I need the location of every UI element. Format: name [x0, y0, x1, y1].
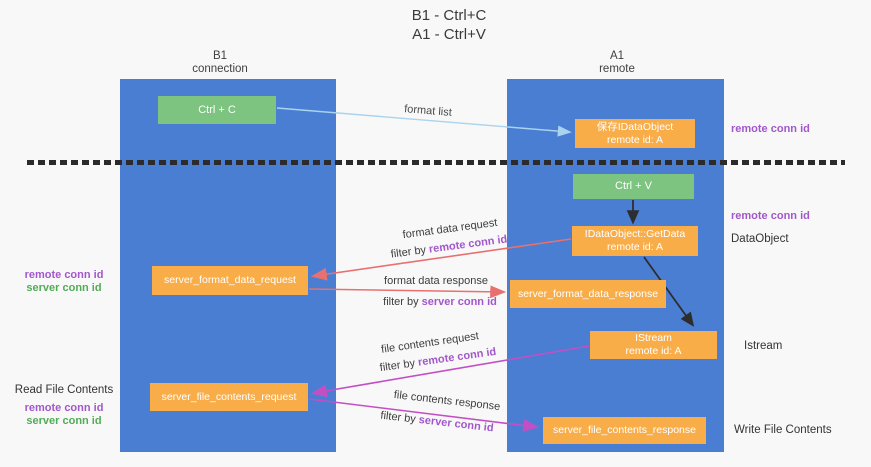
filter-key: server conn id — [421, 296, 497, 308]
format-data-response-filter-label: filter by server conn id — [383, 296, 497, 308]
right-column-header: A1 remote — [599, 50, 635, 76]
right-remote-conn-id-top-label: remote conn id — [731, 123, 810, 135]
server-format-data-response-node: server_format_data_response — [510, 280, 666, 308]
istream-rail-label: Istream — [744, 340, 783, 352]
save-idataobject-line2: remote id: A — [606, 133, 664, 146]
right-column-name: A1 — [609, 50, 625, 62]
format-data-response-arrow — [308, 285, 507, 299]
filter-prefix: filter by — [383, 296, 422, 308]
left-column-header: B1 connection — [192, 50, 248, 76]
left-remote-conn-id-bottom-label: remote conn id — [24, 402, 104, 414]
ctrl-c-node: Ctrl + C — [158, 96, 276, 124]
idataobject-getdata-line1: IDataObject::GetData — [584, 228, 686, 240]
read-file-contents-label: Read File Contents — [14, 384, 114, 396]
server-file-contents-request-label: server_file_contents_request — [161, 390, 297, 403]
title-line-1: B1 - Ctrl+C — [411, 7, 487, 24]
right-column-subtitle: remote — [599, 63, 635, 75]
left-column-subtitle: connection — [192, 63, 248, 75]
left-server-conn-id-bottom-label: server conn id — [26, 415, 102, 427]
save-idataobject-line1: 保存IDataObject — [596, 120, 674, 133]
dataobject-label: DataObject — [731, 233, 789, 245]
title-line-2: A1 - Ctrl+V — [412, 26, 486, 43]
dashed-separator — [27, 160, 845, 165]
istream-line1: IStream — [635, 332, 672, 344]
file-contents-response-label: file contents response — [393, 388, 501, 414]
diagram-title: B1 - Ctrl+C A1 - Ctrl+V — [412, 6, 487, 44]
left-server-conn-id-top-label: server conn id — [26, 282, 102, 294]
server-file-contents-response-label: server_file_contents_response — [552, 424, 696, 436]
filter-key: server conn id — [418, 413, 495, 435]
server-format-data-request-node: server_format_data_request — [152, 266, 308, 295]
filter-key: remote conn id — [417, 345, 497, 369]
istream-line2: remote id: A — [625, 345, 682, 357]
format-list-label: format list — [403, 103, 453, 119]
idataobject-getdata-line2: remote id: A — [606, 241, 664, 253]
write-file-contents-label: Write File Contents — [734, 424, 832, 436]
file-contents-response-filter-label: filter by server conn id — [380, 410, 494, 435]
server-file-contents-request-node: server_file_contents_request — [150, 383, 308, 411]
right-remote-conn-id-mid-label: remote conn id — [731, 210, 810, 222]
left-column-name: B1 — [212, 50, 228, 62]
filter-prefix: filter by — [390, 243, 430, 261]
ctrl-v-label: Ctrl + V — [615, 180, 652, 192]
filter-prefix: filter by — [379, 409, 420, 426]
format-data-response-label: format data response — [384, 275, 488, 287]
server-format-data-request-label: server_format_data_request — [164, 274, 296, 286]
filter-key: remote conn id — [428, 233, 508, 256]
save-idataobject-node: 保存IDataObject remote id: A — [575, 119, 695, 148]
server-format-data-response-label: server_format_data_response — [517, 287, 659, 300]
server-file-contents-response-node: server_file_contents_response — [543, 417, 706, 444]
idataobject-getdata-node: IDataObject::GetData remote id: A — [572, 226, 698, 256]
left-remote-conn-id-top-label: remote conn id — [24, 269, 104, 281]
left-conn-id-bottom-group: remote conn id server conn id — [8, 402, 120, 428]
istream-node: IStream remote id: A — [590, 331, 717, 359]
filter-prefix: filter by — [379, 356, 419, 375]
ctrl-c-label: Ctrl + C — [198, 103, 236, 116]
ctrl-v-node: Ctrl + V — [573, 174, 694, 199]
left-conn-id-top-group: remote conn id server conn id — [8, 269, 120, 295]
